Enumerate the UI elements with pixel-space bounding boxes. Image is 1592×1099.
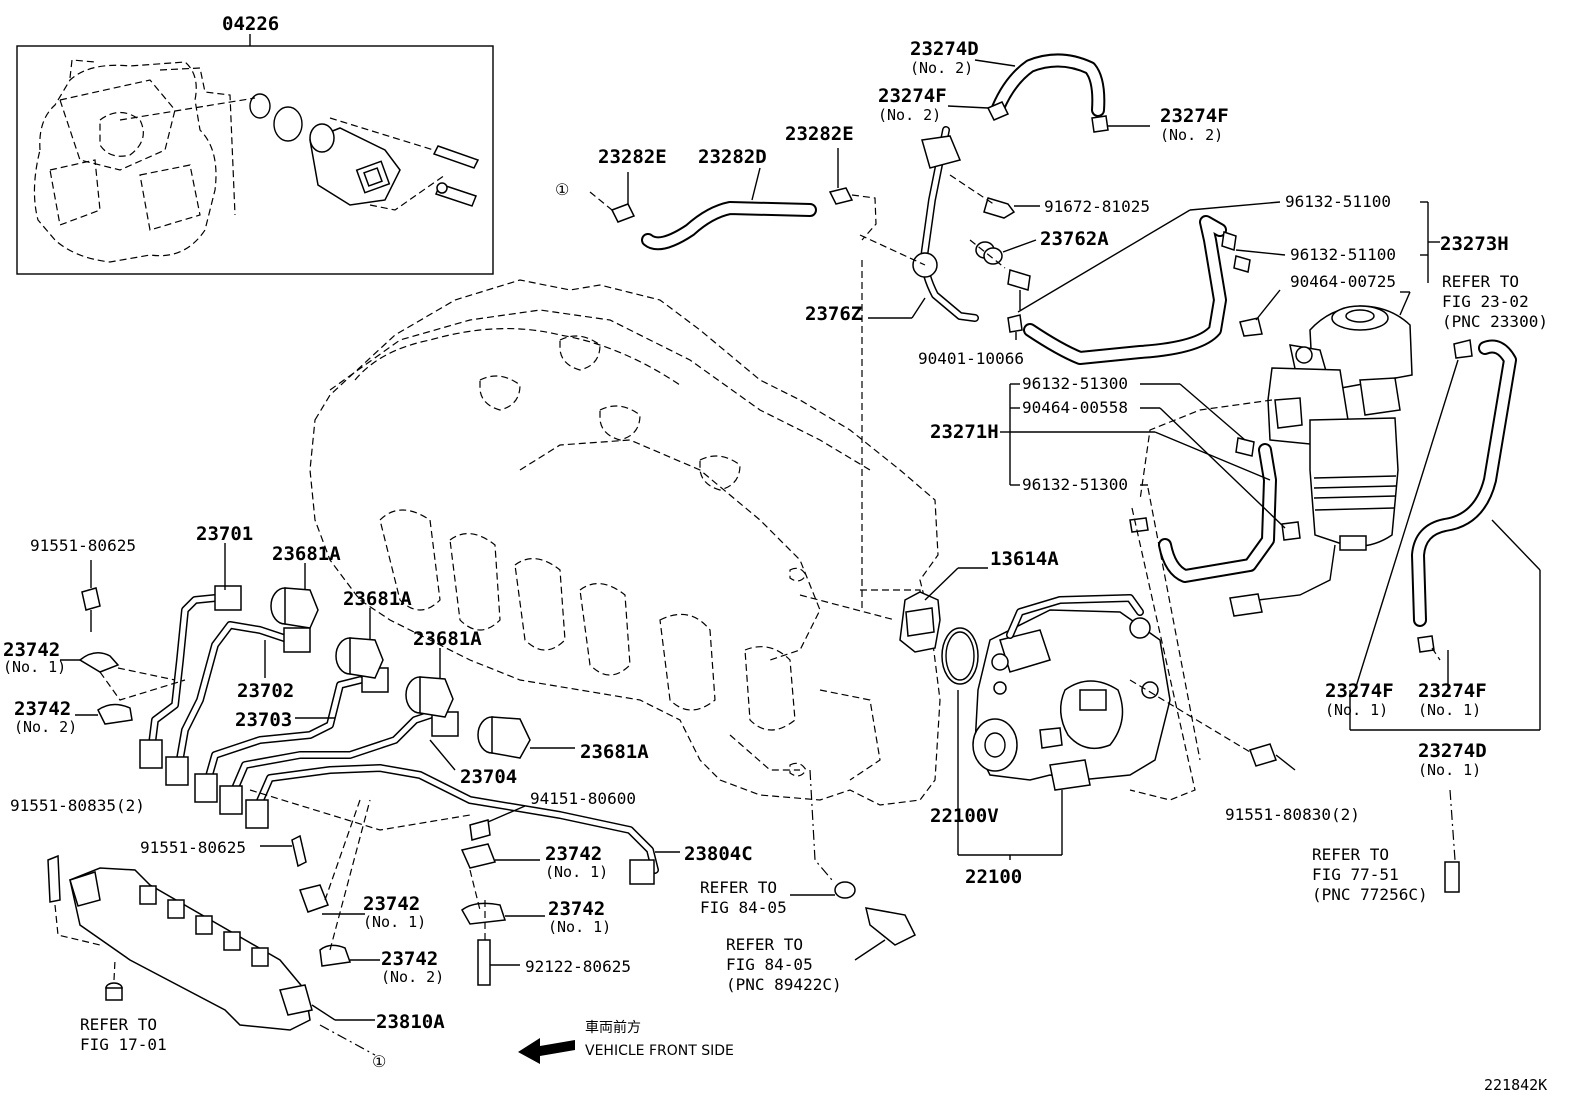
label-23742-no1-a-sub: (No. 1): [3, 658, 66, 676]
injection-pipes: [139, 543, 680, 885]
label-refer-84-05-a1: REFER TO: [700, 878, 777, 897]
label-91551-80625-b: 91551-80625: [140, 838, 246, 857]
label-23742-no2-a: 23742: [14, 698, 71, 720]
label-23681A-a: 23681A: [272, 543, 341, 565]
label-23742-no1-d-sub: (No. 1): [548, 918, 611, 936]
label-23274F-no2-b: 23274F: [1160, 105, 1229, 127]
label-23704: 23704: [460, 766, 517, 788]
label-90464-00725: 90464-00725: [1290, 272, 1396, 291]
label-04226: 04226: [222, 13, 279, 35]
label-23742-no1-c-sub: (No. 1): [363, 913, 426, 931]
label-91672-81025: 91672-81025: [1044, 197, 1150, 216]
label-circle1-top: ①: [555, 180, 569, 199]
label-23702: 23702: [237, 680, 294, 702]
engine-block-outline: [309, 260, 941, 881]
label-13614A: 13614A: [990, 548, 1059, 570]
label-23681A-c: 23681A: [413, 628, 482, 650]
label-circle1-bottom: ①: [372, 1052, 386, 1071]
supply-pump-22100: [899, 567, 1296, 860]
label-23274F-no2-a-sub: (No. 2): [878, 106, 941, 124]
clamps-left: [60, 560, 186, 725]
label-92122-80625: 92122-80625: [525, 957, 631, 976]
label-refer-77-51-a: REFER TO: [1312, 845, 1389, 864]
label-refer-17-01-a: REFER TO: [80, 1015, 157, 1034]
label-23742-no2-b-sub: (No. 2): [381, 968, 444, 986]
label-23742-no1-a: 23742: [3, 639, 60, 661]
figure-id: 221842K: [1484, 1076, 1547, 1094]
fuel-sensor: [790, 881, 917, 961]
hose-23273H: [1017, 201, 1440, 365]
label-23274F-no1-a-sub: (No. 1): [1325, 701, 1388, 719]
label-23742-no1-d: 23742: [548, 898, 605, 920]
label-22100V: 22100V: [930, 805, 999, 827]
label-23810A: 23810A: [376, 1011, 445, 1033]
label-94151-80600: 94151-80600: [530, 789, 636, 808]
label-23274F-no1-a: 23274F: [1325, 680, 1394, 702]
label-96132-51100-b: 96132-51100: [1290, 245, 1396, 264]
inset-04226: 04226: [16, 13, 494, 275]
label-23681A-d: 23681A: [580, 741, 649, 763]
labels: 23274D (No. 2) 23274F (No. 2) 23274F (No…: [3, 38, 1548, 1094]
label-96132-51300-a: 96132-51300: [1022, 374, 1128, 393]
label-2376Z: 2376Z: [805, 303, 862, 325]
vehicle-front-jp: 車両前方: [585, 1019, 641, 1036]
label-refer-23-02-b: FIG 23-02: [1442, 292, 1529, 311]
label-23274D-no2-sub: (No. 2): [910, 59, 973, 77]
label-23762A: 23762A: [1040, 228, 1109, 250]
hose-23274D-no2: [947, 53, 1150, 133]
label-96132-51300-b: 96132-51300: [1022, 475, 1128, 494]
label-23742-no1-b-sub: (No. 1): [545, 863, 608, 881]
label-91551-80830: 91551-80830(2): [1225, 805, 1360, 824]
label-23804C: 23804C: [684, 843, 753, 865]
hose-23274D-no1: [1349, 339, 1541, 893]
label-23282E-b: 23282E: [785, 123, 854, 145]
bolts-top-center: [949, 174, 1040, 340]
label-23273H: 23273H: [1440, 233, 1509, 255]
label-23742-no1-c: 23742: [363, 893, 420, 915]
label-refer-23-02-a: REFER TO: [1442, 272, 1519, 291]
label-refer-84-05-b1: REFER TO: [726, 935, 803, 954]
hose-23282D: [589, 148, 877, 251]
hose-23271H: [1000, 383, 1301, 801]
label-90464-00558: 90464-00558: [1022, 398, 1128, 417]
label-91551-80625-a: 91551-80625: [30, 536, 136, 555]
label-refer-84-05-b2: FIG 84-05: [726, 955, 813, 974]
label-23282E-a: 23282E: [598, 146, 667, 168]
label-23274F-no2-b-sub: (No. 2): [1160, 126, 1223, 144]
label-23703: 23703: [235, 709, 292, 731]
common-rail-23810A: [47, 789, 545, 1056]
nozzle-seals: [270, 563, 575, 759]
label-23742-no2-a-sub: (No. 2): [14, 718, 77, 736]
label-23274F-no2-a: 23274F: [878, 85, 947, 107]
label-90401-10066: 90401-10066: [918, 349, 1024, 368]
label-refer-84-05-a2: FIG 84-05: [700, 898, 787, 917]
label-23274D-no1: 23274D: [1418, 740, 1487, 762]
vehicle-front-en: VEHICLE FRONT SIDE: [585, 1043, 734, 1059]
label-23274D-no2: 23274D: [910, 38, 979, 60]
label-23274D-no1-sub: (No. 1): [1418, 761, 1481, 779]
label-23681A-b: 23681A: [343, 588, 412, 610]
label-96132-51100-a: 96132-51100: [1285, 192, 1391, 211]
label-23742-no1-b: 23742: [545, 843, 602, 865]
label-91551-80835: 91551-80835(2): [10, 796, 145, 815]
label-refer-77-51-b: FIG 77-51: [1312, 865, 1399, 884]
label-23701: 23701: [196, 523, 253, 545]
fuel-filter-assembly: [1139, 291, 1413, 617]
label-refer-23-02-c: (PNC 23300): [1442, 312, 1548, 331]
label-22100: 22100: [965, 866, 1022, 888]
label-refer-77-51-c: (PNC 77256C): [1312, 885, 1428, 904]
label-23271H: 23271H: [930, 421, 999, 443]
label-23274F-no1-b: 23274F: [1418, 680, 1487, 702]
pipe-2376Z: [859, 126, 979, 322]
label-23282D: 23282D: [698, 146, 767, 168]
vehicle-front-arrow: [518, 1038, 575, 1064]
label-23274F-no1-b-sub: (No. 1): [1418, 701, 1481, 719]
label-refer-84-05-b3: (PNC 89422C): [726, 975, 842, 994]
label-refer-17-01-b: FIG 17-01: [80, 1035, 167, 1054]
label-23742-no2-b: 23742: [381, 948, 438, 970]
